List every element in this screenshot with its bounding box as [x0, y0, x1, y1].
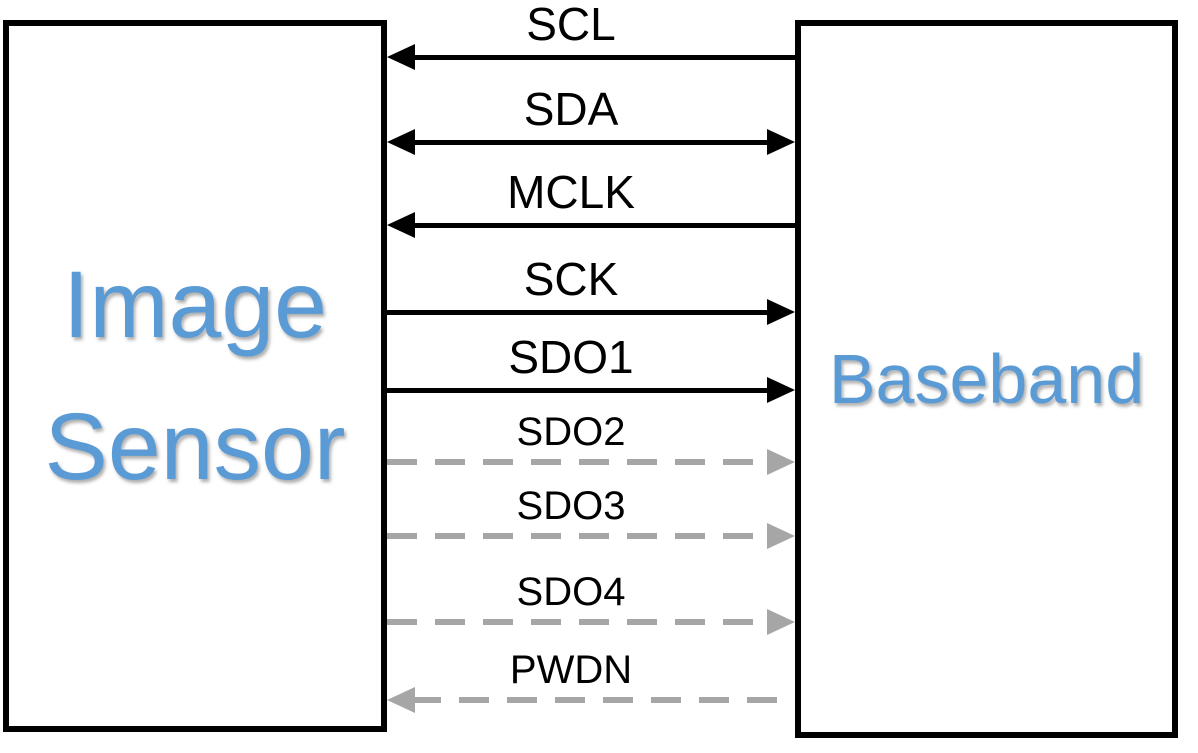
arrowhead-left	[387, 687, 415, 713]
arrowhead-right	[767, 129, 795, 155]
signal-line-sdo4	[387, 619, 771, 625]
arrowhead-right	[767, 523, 795, 549]
arrowhead-left	[387, 212, 415, 238]
arrowhead-right	[767, 609, 795, 635]
baseband-label: Baseband	[828, 340, 1145, 418]
signal-label-sdo1: SDO1	[508, 331, 634, 383]
signal-line-sdo2	[387, 459, 771, 465]
baseband-box: Baseband	[795, 20, 1178, 738]
arrowhead-left	[387, 44, 415, 70]
arrowhead-right	[767, 377, 795, 403]
signal-label-sdo3: SDO3	[516, 484, 626, 528]
signal-label-scl: SCL	[526, 0, 616, 50]
signal-line-sdo1	[387, 388, 771, 393]
signal-label-sda: SDA	[523, 83, 619, 135]
signal-label-pwdn: PWDN	[509, 648, 633, 692]
arrowhead-right	[767, 449, 795, 475]
arrowhead-right	[767, 299, 795, 325]
signal-line-mclk	[411, 223, 795, 228]
image-sensor-label: Image Sensor	[44, 251, 346, 501]
signal-line-pwdn	[411, 697, 795, 703]
arrowhead-left	[387, 129, 415, 155]
signal-label-sck: SCK	[523, 253, 619, 305]
signal-line-scl	[411, 55, 795, 60]
signal-label-mclk: MCLK	[507, 166, 635, 218]
image-sensor-box: Image Sensor	[3, 20, 387, 732]
signal-line-sck	[387, 310, 771, 315]
signal-line-sdo3	[387, 533, 771, 539]
signal-label-sdo2: SDO2	[516, 410, 626, 454]
signal-label-sdo4: SDO4	[516, 570, 626, 614]
signal-line-sda	[411, 140, 771, 145]
